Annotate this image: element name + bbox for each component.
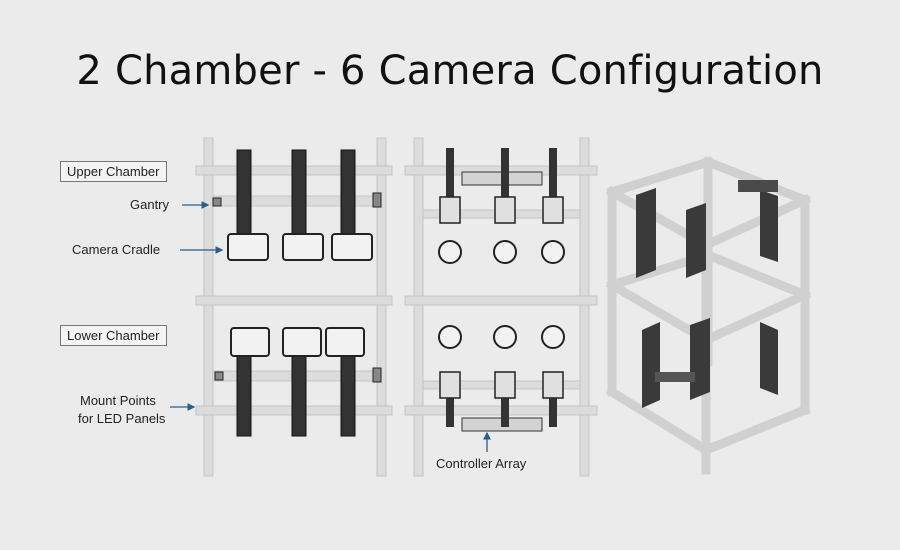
upper-chamber-label: Upper Chamber bbox=[60, 161, 167, 182]
lower-camera-cradles bbox=[230, 327, 365, 357]
side-view-upper-cameras bbox=[438, 240, 565, 264]
upper-camera-cradles bbox=[227, 233, 373, 261]
isometric-upper-gantry bbox=[636, 180, 778, 278]
lower-chamber-label: Lower Chamber bbox=[60, 325, 167, 346]
camera-cradle-label: Camera Cradle bbox=[72, 242, 161, 257]
side-view-lower-mounts bbox=[439, 371, 564, 399]
gantry-label: Gantry bbox=[130, 197, 170, 212]
gantry-blocks bbox=[212, 192, 382, 383]
mount-points-label-line2: for LED Panels bbox=[78, 411, 166, 426]
side-view-lower-cameras bbox=[438, 325, 565, 349]
controller-array-label: Controller Array bbox=[436, 456, 527, 471]
front-view-columns bbox=[236, 149, 356, 437]
mount-points-label-line1: Mount Points bbox=[80, 393, 156, 408]
side-view-upper-mounts bbox=[439, 196, 564, 224]
side-view-posts bbox=[446, 148, 557, 427]
callout-arrows bbox=[170, 201, 491, 452]
isometric-lower-gantry bbox=[642, 318, 778, 408]
page-title: 2 Chamber - 6 Camera Configuration bbox=[76, 48, 824, 94]
